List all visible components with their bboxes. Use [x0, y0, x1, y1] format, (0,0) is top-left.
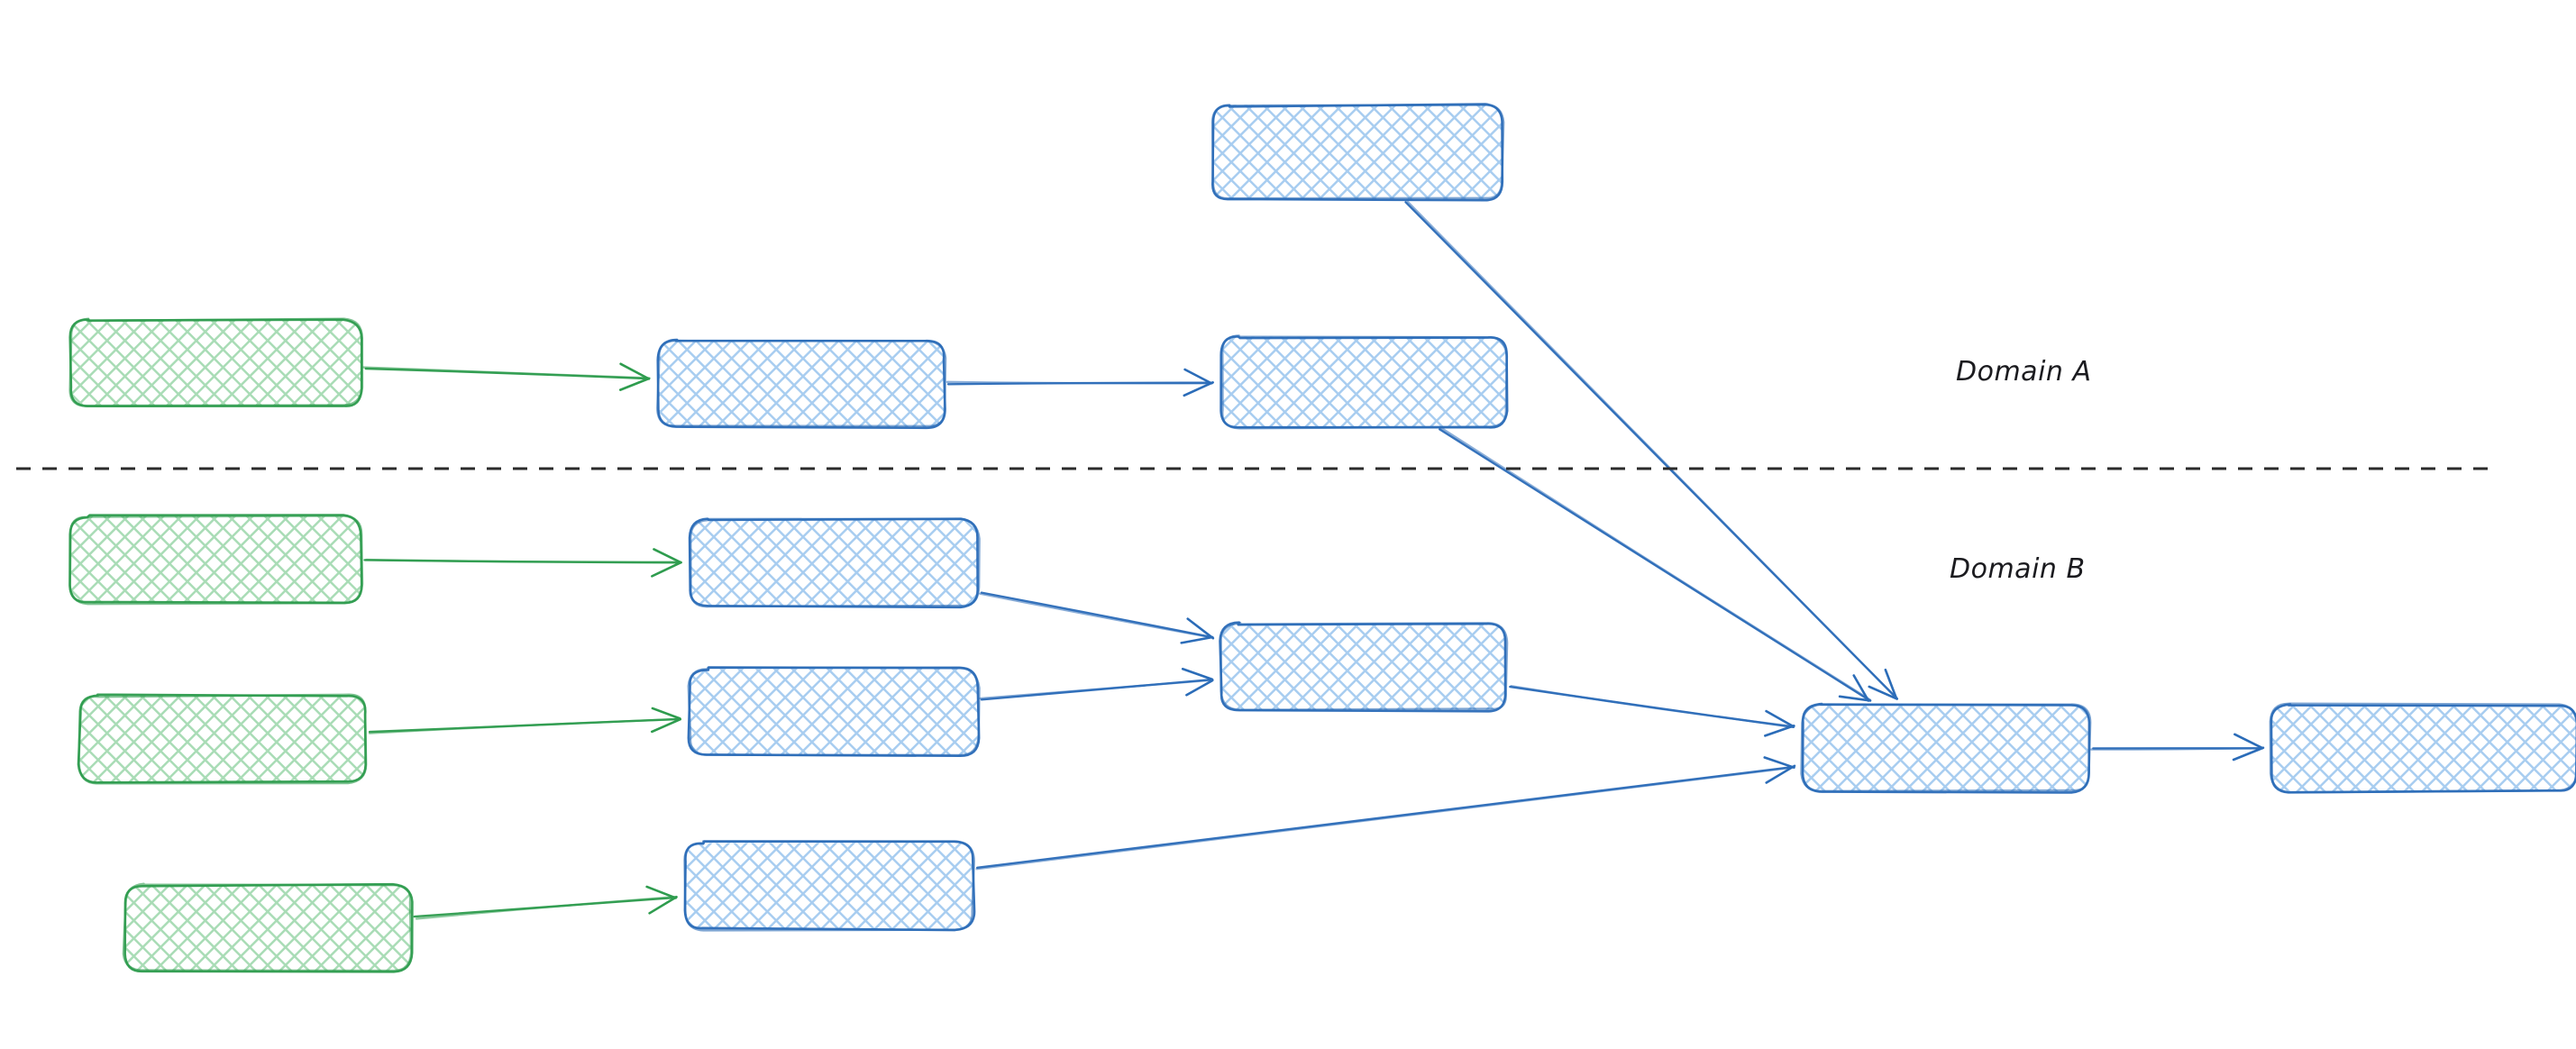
node-b-sink[interactable]	[1800, 702, 2092, 794]
edge-e7	[413, 885, 678, 920]
edge-arrowhead	[648, 896, 678, 915]
edge-line	[368, 717, 682, 734]
edge-arrowhead	[650, 717, 681, 734]
edge-arrowhead	[1763, 756, 1795, 770]
edge-line	[975, 766, 1795, 871]
edge-arrowhead	[1764, 724, 1795, 737]
edge-arrowhead	[2233, 733, 2264, 750]
node-fill-a-proc-1	[657, 340, 945, 428]
edge-e4	[1439, 426, 1872, 702]
edge-line	[2090, 747, 2263, 751]
edge-layer	[361, 200, 2265, 920]
edge-arrowhead	[618, 377, 650, 391]
edge-e2	[945, 368, 1214, 397]
edge-e9	[979, 667, 1215, 701]
node-outline-b-proc-2	[687, 666, 981, 757]
node-layer	[69, 103, 2576, 973]
node-a-top-1[interactable]	[1210, 103, 1505, 202]
edge-arrowhead	[1884, 668, 1898, 699]
node-outline-b-out	[2269, 702, 2576, 794]
node-b-proc-3[interactable]	[683, 840, 976, 932]
node-outline-a-proc-1	[656, 339, 947, 428]
edge-arrowhead	[651, 561, 682, 578]
edge-line	[1439, 426, 1871, 701]
node-fill-b-proc-2	[689, 668, 979, 756]
edge-line	[1510, 685, 1795, 728]
node-fill-b-out	[2270, 704, 2576, 792]
node-outline-b-sink	[1800, 703, 2092, 793]
edge-arrowhead	[1852, 674, 1870, 702]
edge-e5	[363, 548, 682, 578]
edge-line	[979, 592, 1214, 639]
edge-line	[979, 679, 1215, 700]
node-b-merge[interactable]	[1219, 621, 1509, 713]
edge-arrowhead	[1868, 685, 1899, 700]
edge-arrowhead	[1186, 617, 1215, 640]
edge-arrowhead	[651, 707, 681, 720]
node-outline-b-src-3	[122, 882, 413, 972]
edge-arrowhead	[1765, 709, 1795, 728]
node-a-src-1[interactable]	[69, 317, 364, 408]
edge-arrowhead	[1838, 695, 1872, 702]
node-fill-b-proc-3	[684, 843, 974, 930]
node-fill-b-src-1	[70, 515, 361, 604]
node-fill-b-sink	[1802, 704, 2090, 792]
edge-line	[365, 558, 681, 563]
edge-arrowhead	[1181, 667, 1214, 681]
node-a-proc-2[interactable]	[1219, 334, 1509, 430]
node-b-src-2[interactable]	[77, 693, 368, 785]
edge-line	[1406, 200, 1898, 700]
edge-arrowhead	[1183, 368, 1213, 385]
node-fill-b-src-3	[123, 884, 412, 971]
edge-arrowhead	[653, 548, 682, 564]
edge-e3	[1404, 200, 1899, 700]
node-a-proc-1[interactable]	[656, 338, 947, 430]
node-fill-a-proc-2	[1220, 336, 1506, 429]
edge-arrowhead	[2232, 746, 2265, 762]
node-fill-b-merge	[1221, 623, 1507, 710]
node-outline-b-proc-3	[683, 840, 975, 932]
domain-a-label: Domain A	[1956, 356, 2092, 388]
edge-arrowhead	[1180, 635, 1214, 644]
node-outline-b-merge	[1219, 621, 1509, 712]
edge-arrowhead	[1183, 381, 1214, 397]
node-b-out[interactable]	[2269, 702, 2576, 794]
node-outline-b-proc-1	[689, 517, 981, 608]
edge-arrowhead	[1765, 764, 1796, 784]
node-b-proc-1[interactable]	[688, 517, 981, 609]
edge-arrowhead	[645, 885, 678, 899]
edge-line	[361, 366, 651, 379]
edge-line	[415, 895, 678, 920]
edge-e6	[368, 707, 682, 734]
node-b-src-3[interactable]	[122, 882, 414, 973]
node-outline-a-top-1	[1210, 104, 1505, 200]
node-outline-b-src-1	[69, 515, 364, 606]
node-fill-b-src-2	[78, 695, 367, 783]
edge-e10	[1509, 685, 1795, 737]
edge-e12	[2090, 733, 2265, 762]
edge-arrowhead	[619, 362, 651, 380]
node-fill-a-top-1	[1211, 105, 1503, 200]
node-outline-a-src-1	[69, 317, 364, 407]
node-b-proc-2[interactable]	[687, 666, 981, 758]
node-fill-a-src-1	[70, 319, 362, 406]
node-fill-b-proc-1	[689, 519, 979, 607]
edge-e11	[975, 756, 1796, 871]
edge-e8	[979, 591, 1215, 644]
edge-line	[945, 380, 1214, 385]
node-b-src-1[interactable]	[69, 514, 364, 606]
node-outline-b-src-2	[78, 693, 368, 785]
node-outline-a-proc-2	[1220, 334, 1509, 430]
domain-b-label: Domain B	[1950, 553, 2086, 585]
edge-arrowhead	[1185, 679, 1214, 697]
edge-e1	[361, 362, 651, 391]
